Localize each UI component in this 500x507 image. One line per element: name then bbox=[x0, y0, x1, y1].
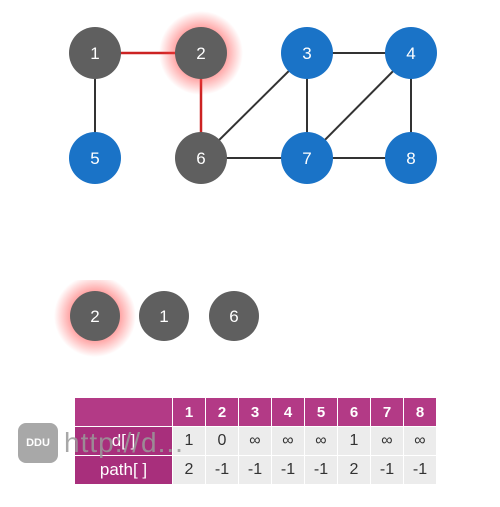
queue-item: 6 bbox=[209, 291, 259, 341]
table-cell: ∞ bbox=[238, 426, 272, 456]
column-header: 4 bbox=[271, 397, 305, 427]
watermark: DDU http://d... bbox=[18, 423, 184, 463]
table-cell: -1 bbox=[304, 455, 338, 485]
column-header: 3 bbox=[238, 397, 272, 427]
table-cell: -1 bbox=[271, 455, 305, 485]
node-label: 4 bbox=[406, 44, 415, 63]
node-6: 6 bbox=[175, 132, 227, 184]
table-cell: -1 bbox=[370, 455, 404, 485]
graph-diagram: 1 2 3 4 5 6 7 8 bbox=[69, 11, 437, 184]
node-circle bbox=[385, 27, 437, 79]
column-header: 5 bbox=[304, 397, 338, 427]
node-label: 6 bbox=[196, 149, 205, 168]
table-cell: 2 bbox=[337, 455, 371, 485]
node-5: 5 bbox=[69, 132, 121, 184]
node-circle bbox=[175, 27, 227, 79]
node-4: 4 bbox=[385, 27, 437, 79]
table-cell: ∞ bbox=[304, 426, 338, 456]
table-cell: -1 bbox=[403, 455, 437, 485]
node-3: 3 bbox=[281, 27, 333, 79]
node-circle bbox=[69, 27, 121, 79]
table-cell: -1 bbox=[205, 455, 239, 485]
queue-item: 1 bbox=[139, 291, 189, 341]
column-header: 2 bbox=[205, 397, 239, 427]
node-label: 1 bbox=[90, 44, 99, 63]
column-header: 6 bbox=[337, 397, 371, 427]
table-cell: 2 bbox=[172, 455, 206, 485]
queue-circle bbox=[209, 291, 259, 341]
node-label: 7 bbox=[302, 149, 311, 168]
node-1: 1 bbox=[69, 27, 121, 79]
column-header: 1 bbox=[172, 397, 206, 427]
row-header: d[ ] bbox=[74, 426, 173, 456]
queue-circle bbox=[70, 291, 120, 341]
table-cell: 0 bbox=[205, 426, 239, 456]
queue-item: 2 bbox=[54, 280, 136, 357]
table-cell: 1 bbox=[172, 426, 206, 456]
node-circle bbox=[281, 132, 333, 184]
node-2: 2 bbox=[159, 11, 243, 95]
node-circle bbox=[281, 27, 333, 79]
table-cell: 1 bbox=[337, 426, 371, 456]
queue-label: 2 bbox=[90, 307, 99, 326]
column-header: 8 bbox=[403, 397, 437, 427]
table-cell: ∞ bbox=[370, 426, 404, 456]
table-cell: -1 bbox=[238, 455, 272, 485]
table-cell: ∞ bbox=[403, 426, 437, 456]
queue-label: 6 bbox=[229, 307, 238, 326]
node-circle bbox=[385, 132, 437, 184]
node-label: 8 bbox=[406, 149, 415, 168]
watermark-badge: DDU bbox=[18, 423, 58, 463]
table-corner bbox=[74, 397, 173, 427]
queue-diagram: 2 1 6 bbox=[54, 280, 259, 357]
node-label: 3 bbox=[302, 44, 311, 63]
watermark-url: http://d... bbox=[64, 427, 184, 458]
node-7: 7 bbox=[281, 132, 333, 184]
node-label: 2 bbox=[196, 44, 205, 63]
queue-circle bbox=[139, 291, 189, 341]
node-label: 5 bbox=[90, 149, 99, 168]
node-8: 8 bbox=[385, 132, 437, 184]
node-circle bbox=[175, 132, 227, 184]
table-cell: ∞ bbox=[271, 426, 305, 456]
node-circle bbox=[69, 132, 121, 184]
queue-label: 1 bbox=[159, 307, 168, 326]
row-header: path[ ] bbox=[74, 455, 173, 485]
column-header: 7 bbox=[370, 397, 404, 427]
